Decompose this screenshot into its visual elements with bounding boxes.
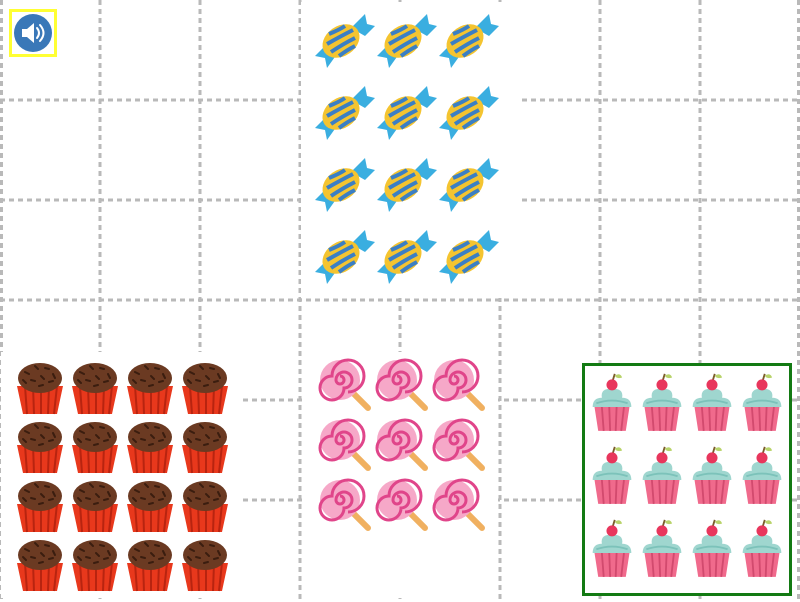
cupcake-icon <box>742 446 782 504</box>
cupcake-icon <box>642 519 682 577</box>
lollipop-icon <box>432 358 485 411</box>
wrapped-candy-icon <box>439 14 499 68</box>
lollipop-icon <box>375 358 428 411</box>
chocolate-truffle-icon <box>127 422 173 474</box>
speaker-button[interactable] <box>9 9 57 57</box>
chocolate-truffle-icon <box>17 481 63 533</box>
cupcake-icon <box>592 519 632 577</box>
chocolate-truffle-icon <box>17 422 63 474</box>
chocolate-truffle-icon <box>127 481 173 533</box>
cupcake-icon <box>742 519 782 577</box>
chocolate-truffle-icon <box>72 540 118 592</box>
cupcake-icon <box>692 446 732 504</box>
wrapped-candy-icon <box>439 230 499 284</box>
chocolate-truffle-icon <box>17 540 63 592</box>
lollipop-group[interactable] <box>302 352 498 598</box>
lollipop-icon <box>375 418 428 471</box>
chocolate-truffle-icon <box>17 363 63 415</box>
chocolate-truffle-icon <box>182 481 228 533</box>
cupcake-icon <box>592 446 632 504</box>
chocolate-truffle-icon <box>127 363 173 415</box>
lollipop-icon <box>432 478 485 531</box>
wrapped-candy-icon <box>377 86 437 140</box>
cupcake-icon <box>692 373 732 431</box>
lollipop-icon <box>375 478 428 531</box>
wrapped-candy-icon <box>377 14 437 68</box>
cupcake-icon <box>592 373 632 431</box>
lollipop-icon <box>432 418 485 471</box>
wrapped-candy-icon <box>315 158 375 212</box>
brigadeiro-group[interactable] <box>1 352 241 598</box>
wrapped-candy-icon <box>439 86 499 140</box>
chocolate-truffle-icon <box>182 363 228 415</box>
chocolate-truffle-icon <box>127 540 173 592</box>
cupcake-icon <box>742 373 782 431</box>
wrapped-candy-icon <box>439 158 499 212</box>
speaker-icon <box>14 14 52 52</box>
wrapped-candy-icon <box>315 230 375 284</box>
cupcake-group[interactable] <box>582 363 792 596</box>
chocolate-truffle-icon <box>182 540 228 592</box>
lollipop-icon <box>318 358 371 411</box>
wrapped-candy-icon <box>377 230 437 284</box>
chocolate-truffle-icon <box>72 481 118 533</box>
wrapped-candy-icon <box>315 14 375 68</box>
cupcake-icon <box>642 373 682 431</box>
chocolate-truffle-icon <box>182 422 228 474</box>
lollipop-icon <box>318 478 371 531</box>
wrapped-candy-icon <box>377 158 437 212</box>
cupcake-icon <box>692 519 732 577</box>
wrapped-candy-icon <box>315 86 375 140</box>
chocolate-truffle-icon <box>72 363 118 415</box>
lollipop-icon <box>318 418 371 471</box>
candy-group[interactable] <box>301 2 519 298</box>
chocolate-truffle-icon <box>72 422 118 474</box>
cupcake-icon <box>642 446 682 504</box>
